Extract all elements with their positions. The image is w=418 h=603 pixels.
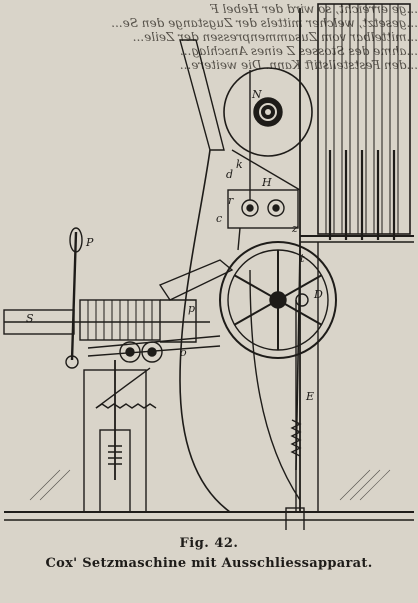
figure-number: Fig. 42. (179, 536, 239, 551)
typesetting-machine-illustration: N k D P S p H r E c z d o t (3, 3, 414, 530)
label-z: z (291, 222, 298, 235)
label-d: d (226, 168, 233, 181)
label-h: H (261, 176, 272, 189)
label-k: k (236, 158, 243, 171)
label-e: E (305, 390, 314, 403)
figure-title: Cox' Setzmaschine mit Ausschliessapparat… (45, 556, 373, 571)
label-p: p (188, 302, 195, 315)
label-stop: S (26, 312, 34, 325)
label-t: t (300, 252, 305, 265)
label-spool: N (251, 88, 262, 101)
label-o: o (180, 346, 187, 359)
label-wheel: D (313, 288, 323, 301)
label-c: c (216, 212, 222, 225)
label-r: r (228, 194, 234, 207)
label-lever: P (85, 236, 94, 249)
